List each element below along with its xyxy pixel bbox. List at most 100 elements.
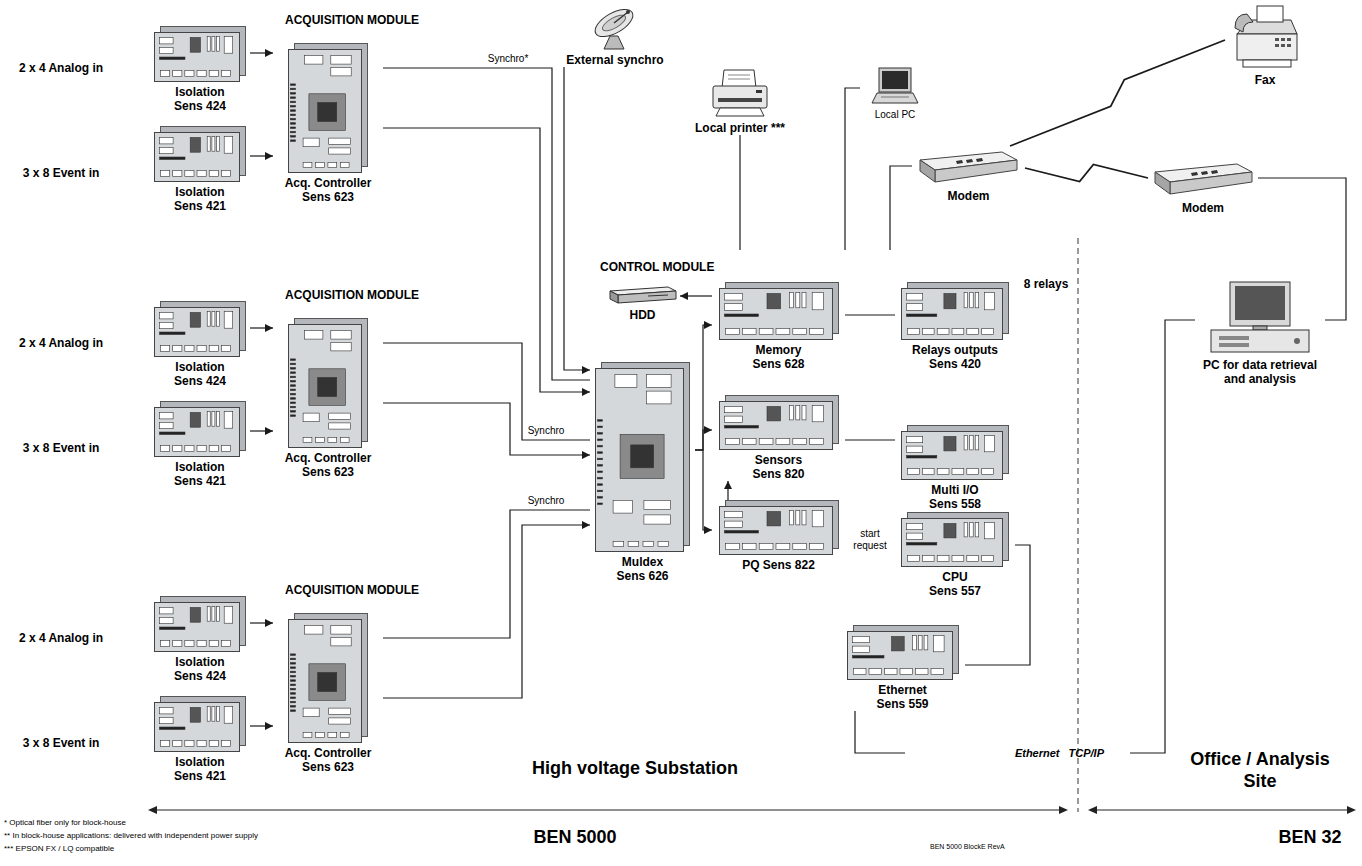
drawing-part — [289, 50, 362, 173]
drawing-part — [596, 369, 684, 552]
drawing-part — [789, 293, 793, 308]
drawing-part — [291, 411, 296, 413]
drawing-part — [291, 697, 296, 699]
drawing-part — [718, 98, 762, 102]
device-caption: Fax — [1225, 73, 1305, 87]
connector — [855, 711, 905, 753]
drawing-part — [952, 329, 964, 335]
drawing-part — [328, 163, 337, 168]
drawing-part — [160, 147, 174, 153]
drawing-part — [303, 138, 319, 147]
arrow-head — [582, 366, 590, 374]
drawing-part — [970, 293, 974, 308]
drawing-part — [291, 676, 296, 678]
module-heading: CONTROL MODULE — [600, 260, 714, 274]
drawing-part — [935, 160, 1017, 182]
radio-link — [1025, 165, 1148, 182]
drawing-part — [197, 641, 206, 647]
arrow-head — [265, 324, 273, 332]
drawing-part — [291, 88, 296, 90]
span-arrow — [1088, 806, 1356, 814]
drawing-part — [598, 420, 603, 422]
drawing-part — [591, 6, 637, 42]
device-caption: Modem — [1148, 201, 1258, 215]
drawing-part — [1201, 171, 1208, 175]
drawing-part — [303, 413, 319, 422]
connector — [724, 481, 732, 500]
drawing-part — [146, 284, 430, 498]
drawing-part — [725, 544, 739, 550]
arrow-head — [724, 481, 732, 489]
area-title: BEN 32 — [1262, 826, 1358, 848]
drawing-part — [724, 304, 742, 311]
drawing-part — [881, 97, 909, 98]
circuit-card: Isolation Sens 421 — [150, 126, 250, 213]
drawing-part — [291, 127, 296, 129]
drawing-part — [303, 163, 312, 168]
connector — [250, 619, 273, 627]
card-caption: Isolation Sens 421 — [168, 755, 233, 783]
drawing-part — [5, 721, 140, 765]
drawing-part — [1219, 336, 1249, 340]
drawing-part — [907, 524, 923, 530]
drawing-part — [305, 56, 323, 65]
drawing-part — [944, 524, 956, 538]
drawing-part — [719, 507, 832, 555]
module-housing: ACQUISITION MODULEIsolation Sens 424Isol… — [145, 578, 478, 793]
connector — [740, 135, 741, 250]
drawing-part — [212, 607, 215, 622]
drawing-part — [8, 723, 143, 767]
card-caption: Isolation Sens 421 — [168, 185, 233, 213]
drawing-part — [160, 332, 186, 335]
drawing-part — [146, 579, 430, 793]
drawing-part — [802, 406, 806, 420]
connector-line — [845, 314, 895, 315]
circuit-card: Isolation Sens 424 — [150, 596, 250, 683]
drawing-part — [598, 465, 603, 467]
heading-holder: ACQUISITION MODULE — [285, 288, 419, 302]
area-title: BEN 5000 — [515, 826, 635, 848]
drawing-part — [1170, 172, 1252, 194]
card-caption: Memory Sens 628 — [746, 343, 811, 371]
drawing-part — [975, 436, 979, 450]
module-housing: ACQUISITION MODULEIsolation Sens 424Isol… — [145, 283, 478, 498]
drawing-part — [598, 471, 603, 473]
arrow-head — [1059, 806, 1068, 814]
drawing-part — [291, 114, 296, 116]
drawing-part — [291, 106, 296, 108]
drawing-part — [197, 346, 206, 352]
drawing-part — [728, 75, 750, 76]
drawing-part — [291, 101, 296, 103]
drawing-part — [303, 733, 312, 738]
drawing-part — [907, 533, 923, 539]
drawing-part — [5, 151, 140, 195]
drawing-part — [1287, 44, 1291, 47]
drawing-part — [982, 556, 994, 562]
card-caption: Isolation Sens 424 — [168, 360, 233, 388]
card-caption: Relays outputs Sens 420 — [905, 343, 1005, 371]
drawing-part — [759, 329, 773, 335]
drawing-part — [291, 97, 296, 99]
drawing-part — [291, 363, 296, 365]
input-arrow: 2 x 4 Analog in — [5, 320, 143, 366]
drawing-part — [173, 71, 182, 77]
drawing-part — [908, 556, 920, 562]
card-picture — [288, 613, 368, 743]
connector-line — [383, 525, 590, 698]
drawing-part — [291, 663, 296, 665]
drawing-part — [160, 57, 186, 60]
drawing-part — [224, 37, 233, 54]
arrow-head — [680, 292, 688, 300]
drawing-part — [1257, 6, 1283, 22]
connector-line — [739, 135, 740, 250]
connector-line — [564, 67, 590, 370]
connector — [383, 403, 590, 459]
drawing-part — [970, 523, 974, 537]
connector-line — [890, 166, 912, 250]
drawing-part — [207, 312, 210, 327]
connector-line — [845, 439, 895, 440]
drawing-part — [291, 402, 296, 404]
drawing-part — [610, 291, 618, 303]
drawing-part — [900, 669, 913, 675]
